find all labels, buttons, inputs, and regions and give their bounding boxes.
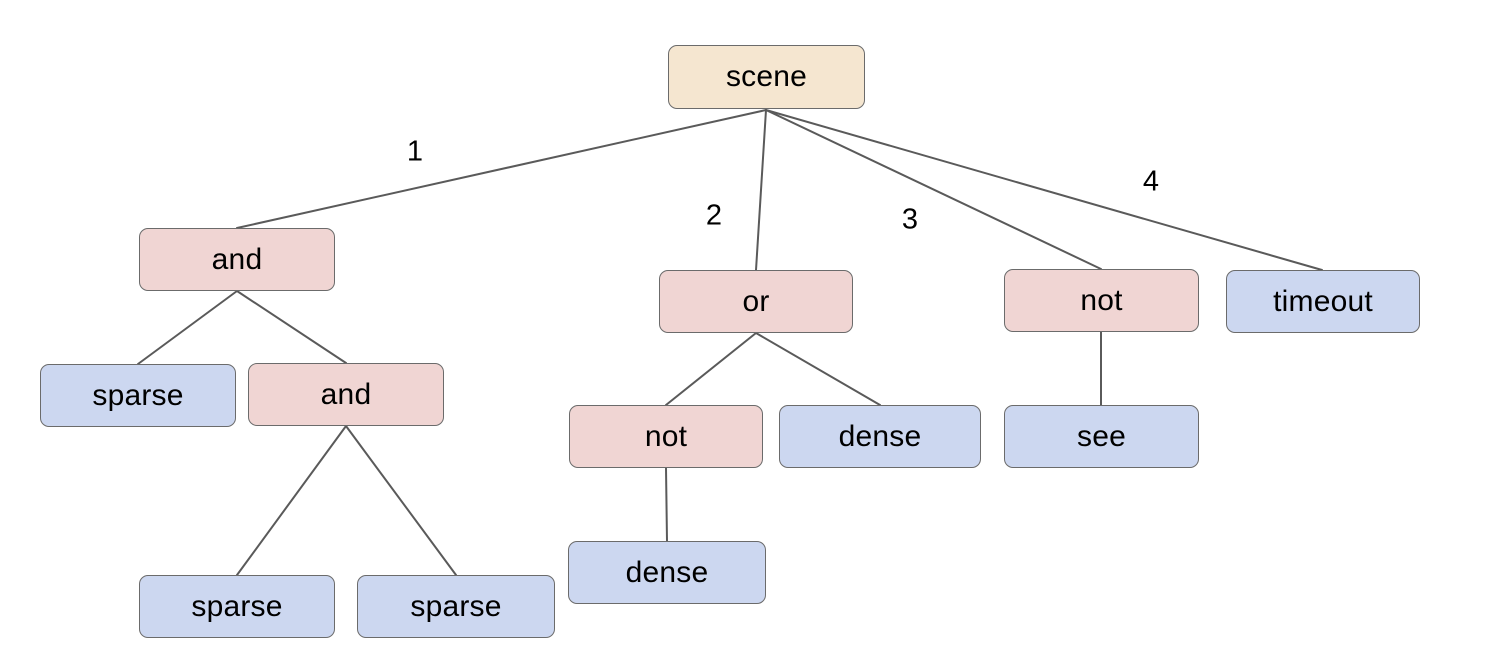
tree-node-sparse2[interactable]: sparse (139, 575, 335, 638)
tree-node-sparse3[interactable]: sparse (357, 575, 555, 638)
tree-edge (236, 109, 767, 229)
tree-edge (755, 109, 767, 271)
edge-label: 2 (705, 199, 723, 232)
tree-node-and2[interactable]: and (248, 363, 444, 426)
tree-edge (665, 332, 757, 406)
tree-node-not2[interactable]: not (569, 405, 763, 468)
tree-edge (665, 467, 668, 542)
tree-edge (765, 109, 1102, 270)
tree-edge (236, 425, 347, 576)
tree-node-timeout1[interactable]: timeout (1226, 270, 1420, 333)
tree-edge (755, 332, 881, 406)
tree-node-and1[interactable]: and (139, 228, 335, 291)
tree-node-not1[interactable]: not (1004, 269, 1199, 332)
tree-node-dense1[interactable]: dense (779, 405, 981, 468)
tree-edge (137, 290, 238, 365)
edge-label: 4 (1142, 165, 1160, 198)
edge-label: 3 (901, 203, 919, 236)
tree-edge (345, 425, 457, 576)
tree-node-dense2[interactable]: dense (568, 541, 766, 604)
tree-edge (236, 290, 347, 364)
tree-edge (765, 109, 1323, 271)
tree-node-sparse1[interactable]: sparse (40, 364, 236, 427)
edge-label: 1 (406, 135, 424, 168)
tree-node-see1[interactable]: see (1004, 405, 1199, 468)
tree-node-or1[interactable]: or (659, 270, 853, 333)
tree-node-scene[interactable]: scene (668, 45, 865, 109)
